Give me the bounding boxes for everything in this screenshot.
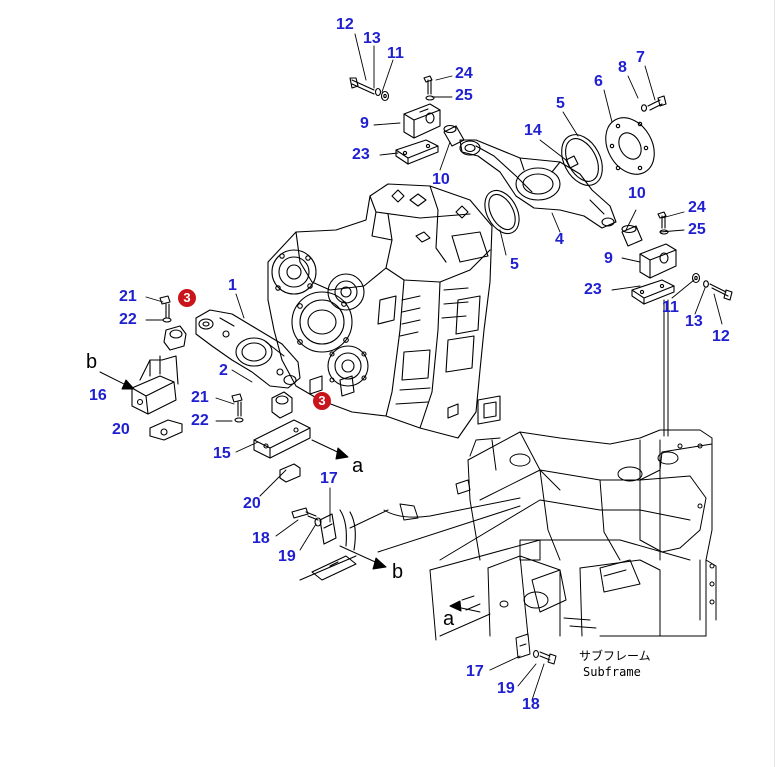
subframe [349,299,717,665]
callout-12: 12 [336,16,354,33]
callout-23: 23 [584,281,602,298]
callout-6: 6 [594,73,603,90]
callout-21: 21 [191,389,209,406]
callout-2: 2 [219,362,228,379]
callout-17: 17 [320,470,338,487]
view-arrows [99,371,481,613]
callout-24: 24 [688,199,706,216]
callout-20: 20 [243,495,261,512]
callout-17: 17 [466,663,484,680]
scroll-handle[interactable] [770,378,774,386]
callout-22: 22 [191,412,209,429]
callout-10: 10 [628,185,646,202]
lower-mount [291,507,357,581]
subframe-label: Subframe [583,665,641,679]
leader-lines [145,33,723,701]
callout-18: 18 [252,530,270,547]
callout-24: 24 [455,65,473,82]
callout-25: 25 [455,87,473,104]
rear-mount-right [621,211,733,305]
callout-15: 15 [213,445,231,462]
callout-21: 21 [119,288,137,305]
view-label-a: a [352,455,364,477]
callout-13: 13 [363,30,381,47]
callout-20: 20 [112,421,130,438]
callout-12: 12 [712,328,730,345]
callout-23: 23 [352,146,370,163]
view-label-b: b [392,561,404,583]
callout-1: 1 [228,277,237,294]
transmission-case [267,183,501,439]
callout-5: 5 [510,256,519,273]
callout-19: 19 [497,680,515,697]
key-mark-3: 3 [178,289,196,307]
callout-10: 10 [432,171,450,188]
callout-19: 19 [278,548,296,565]
rear-mount-arm [459,95,667,235]
view-label-a: a [443,608,455,630]
view-label-b: b [86,351,98,373]
callout-18: 18 [522,696,540,713]
callout-11: 11 [662,299,679,316]
callout-14: 14 [524,122,542,139]
callout-8: 8 [618,59,627,76]
front-mount-left [131,295,311,483]
callout-11: 11 [387,45,404,62]
callout-9: 9 [360,115,369,132]
subframe-label-jp: サブフレーム [579,649,651,663]
callout-4: 4 [555,231,564,248]
callout-25: 25 [688,221,706,238]
callout-13: 13 [685,313,703,330]
callout-16: 16 [89,387,107,404]
key-mark-3: 3 [313,392,331,410]
callout-9: 9 [604,250,613,267]
callout-5: 5 [556,95,565,112]
callout-7: 7 [636,49,645,66]
callout-22: 22 [119,311,137,328]
